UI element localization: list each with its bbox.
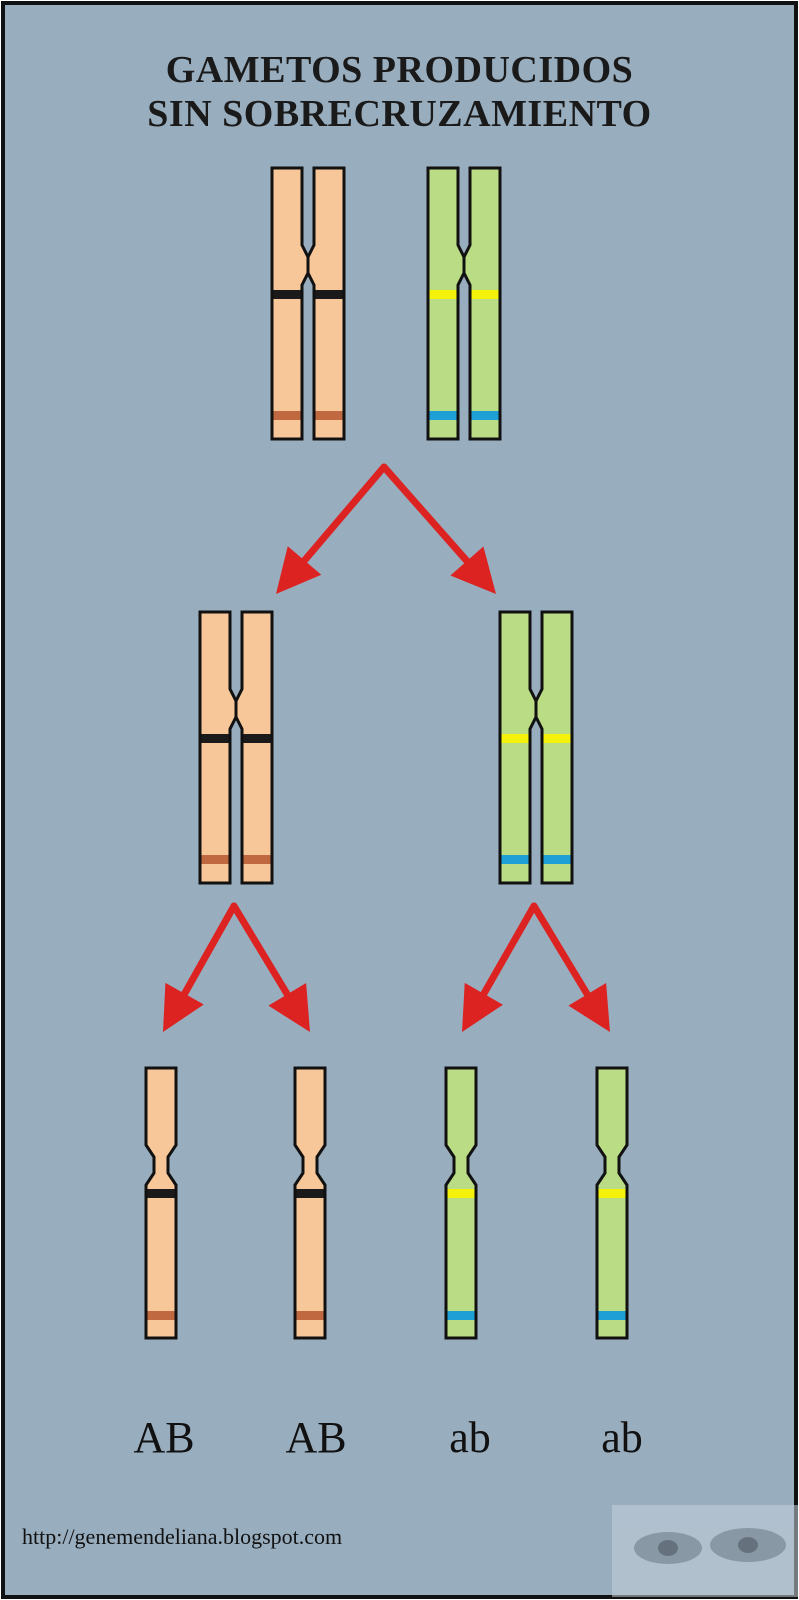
gamete-chromosome-3-body <box>444 1066 478 1340</box>
arrow-top-right-shaft <box>380 463 474 568</box>
chromosome-top-orange-chromatid-left-band-lower <box>273 411 301 420</box>
chromosome-top-orange-chromatid-left-band-upper <box>273 290 301 299</box>
chromosome-top-green-chromatid-left <box>426 166 466 441</box>
arrows-layer <box>163 463 610 1032</box>
title-line-1: GAMETOS PRODUCIDOS <box>165 49 634 91</box>
arrow-mid-left-a-shaft <box>179 902 238 1001</box>
gamete-chromosome-4-body <box>595 1066 629 1340</box>
chromosome-middle-green-chromatid-left-body <box>498 610 538 885</box>
chromosome-top-orange-chromatid-left-body <box>270 166 310 441</box>
chromosome-top-green-chromatid-right-band-lower <box>471 411 499 420</box>
arrow-mid-right-b-shaft <box>530 902 593 1002</box>
chromosome-top-green <box>426 166 502 441</box>
arrow-mid-right-a <box>462 902 538 1032</box>
chromosome-middle-orange-chromatid-right <box>234 610 274 885</box>
chromosome-middle-orange <box>198 610 274 885</box>
arrow-mid-left-b-shaft <box>230 902 293 1002</box>
chromosome-middle-green-chromatid-right-band-upper <box>543 734 571 743</box>
chromosome-top-orange-chromatid-right-band-upper <box>315 290 343 299</box>
chromosome-middle-orange-chromatid-left <box>198 610 238 885</box>
chromosome-top-green-chromatid-left-band-upper <box>429 290 457 299</box>
chromosome-middle-green-chromatid-left <box>498 610 538 885</box>
chromosome-middle-green-chromatid-right-body <box>534 610 574 885</box>
arrow-top-left-shaft <box>298 463 388 568</box>
chromosome-middle-green-chromatid-left-band-lower <box>501 855 529 864</box>
chromosome-middle-orange-chromatid-right-band-lower <box>243 855 271 864</box>
gamete-label-1: AB <box>133 1413 195 1462</box>
diagram-title: GAMETOS PRODUCIDOS SIN SOBRECRUZAMIENTO <box>0 48 799 136</box>
arrow-mid-right-a-shaft <box>478 902 538 1001</box>
chromosomes-layer <box>144 166 629 1340</box>
gamete-chromosome-2-band-lower <box>296 1311 324 1320</box>
chromosome-top-green-chromatid-left-band-lower <box>429 411 457 420</box>
chromosome-top-green-chromatid-right-band-upper <box>471 290 499 299</box>
arrow-mid-right-b-head <box>568 982 610 1032</box>
gamete-chromosome-4-band-upper <box>598 1189 626 1198</box>
gamete-chromosome-1 <box>144 1066 178 1340</box>
chromosome-middle-orange-chromatid-left-band-upper <box>201 734 229 743</box>
watermark-face-icon <box>612 1505 798 1597</box>
chromosome-middle-orange-chromatid-left-body <box>198 610 238 885</box>
gamete-chromosome-1-band-upper <box>147 1189 175 1198</box>
arrow-mid-left-b <box>230 902 310 1032</box>
chromosome-middle-orange-chromatid-right-band-upper <box>243 734 271 743</box>
chromosome-top-orange-chromatid-right <box>306 166 346 441</box>
gamete-chromosome-2-band-upper <box>296 1189 324 1198</box>
chromosome-middle-orange-chromatid-right-body <box>234 610 274 885</box>
chromosome-middle-green <box>498 610 574 885</box>
source-url: http://genemendeliana.blogspot.com <box>22 1524 343 1549</box>
gamete-label-2: AB <box>285 1413 347 1462</box>
gamete-chromosome-2 <box>293 1066 327 1340</box>
gamete-chromosome-3-band-upper <box>447 1189 475 1198</box>
gamete-chromosome-1-band-lower <box>147 1311 175 1320</box>
arrow-mid-left-b-head <box>268 982 310 1032</box>
chromosome-top-green-chromatid-right-body <box>462 166 502 441</box>
gamete-chromosome-2-body <box>293 1066 327 1340</box>
arrow-top-right-head <box>450 546 496 594</box>
gamete-chromosome-3-band-lower <box>447 1311 475 1320</box>
chromosome-top-green-chromatid-left-body <box>426 166 466 441</box>
arrow-top-left-head <box>276 546 322 594</box>
gamete-chromosome-4 <box>595 1066 629 1340</box>
gamete-label-3: ab <box>449 1413 491 1462</box>
chromosome-top-orange-chromatid-right-band-lower <box>315 411 343 420</box>
chromosome-middle-green-chromatid-right <box>534 610 574 885</box>
gamete-chromosome-3 <box>444 1066 478 1340</box>
chromosome-top-green-chromatid-right <box>462 166 502 441</box>
chromosome-middle-orange-chromatid-left-band-lower <box>201 855 229 864</box>
gamete-chromosome-4-band-lower <box>598 1311 626 1320</box>
gamete-label-4: ab <box>601 1413 643 1462</box>
arrow-mid-right-b <box>530 902 610 1032</box>
arrow-mid-left-a-head <box>163 982 204 1032</box>
arrow-mid-right-a-head <box>462 982 503 1032</box>
arrow-top-right <box>380 463 496 594</box>
chromosome-top-orange-chromatid-left <box>270 166 310 441</box>
chromosome-middle-green-chromatid-left-band-upper <box>501 734 529 743</box>
title-line-2: SIN SOBRECRUZAMIENTO <box>147 93 652 135</box>
chromosome-top-orange-chromatid-right-body <box>306 166 346 441</box>
gamete-chromosome-1-body <box>144 1066 178 1340</box>
chromosome-top-orange <box>270 166 346 441</box>
arrow-mid-left-a <box>163 902 238 1032</box>
chromosome-middle-green-chromatid-right-band-lower <box>543 855 571 864</box>
arrow-top-left <box>276 463 388 594</box>
